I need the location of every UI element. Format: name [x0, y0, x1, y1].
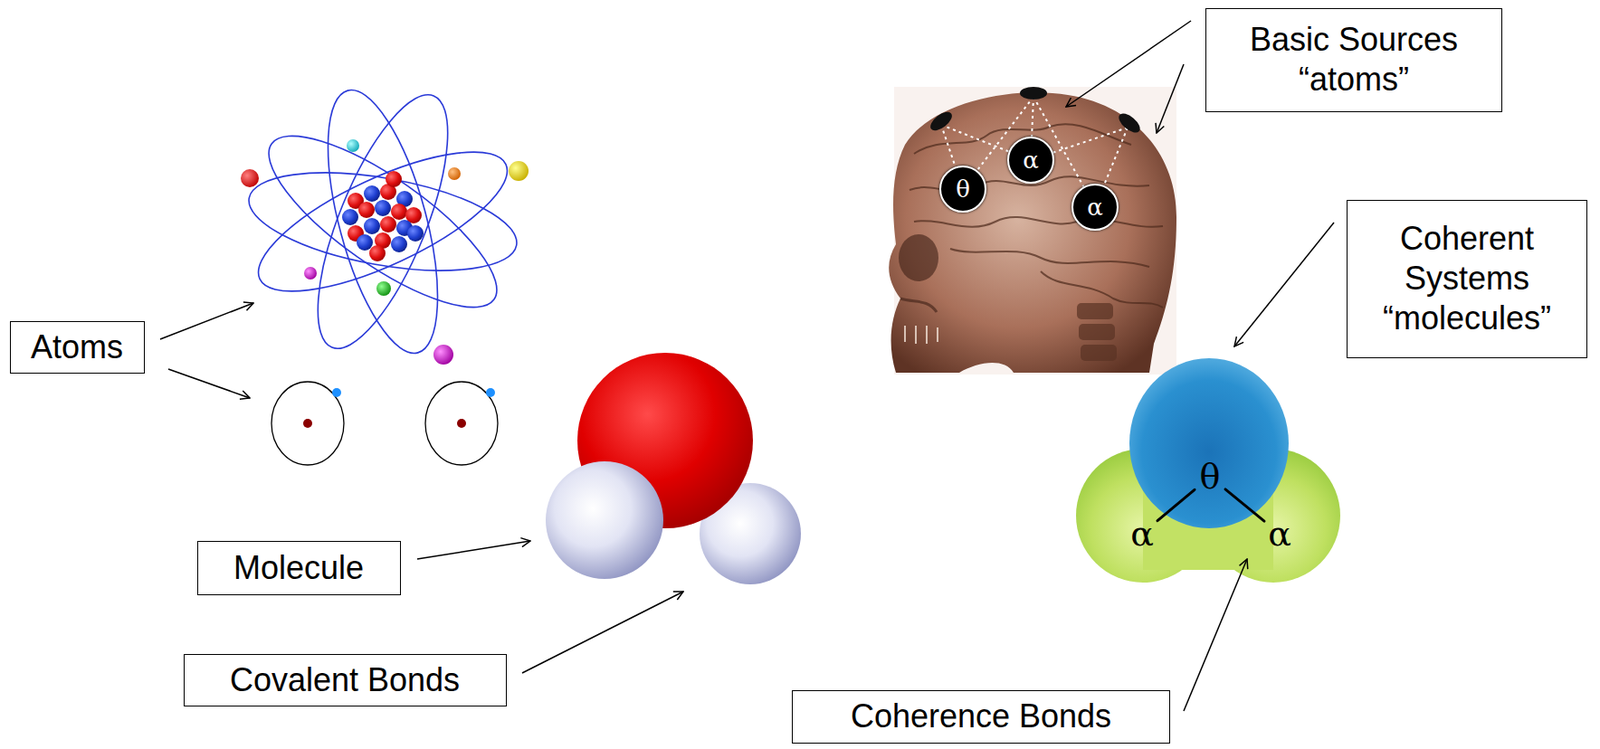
callout-box: Molecule — [197, 541, 401, 596]
coherence-symbol: α — [1264, 513, 1296, 555]
label-text: Coherence Bonds — [850, 696, 1112, 737]
coherence-bond — [1225, 489, 1265, 522]
coherence-symbol: α — [1126, 513, 1158, 555]
label-text: Basic Sources “atoms” — [1217, 19, 1491, 100]
source-circle: θ — [939, 165, 987, 213]
coherence-symbol: θ — [1194, 456, 1226, 498]
source-circle: α — [1071, 183, 1119, 231]
label-text: θ — [1200, 459, 1221, 495]
coherence-bond — [1157, 489, 1195, 521]
label-text: α — [1267, 516, 1292, 552]
callout-box: Basic Sources “atoms” — [1205, 8, 1503, 113]
label-text: Molecule — [233, 548, 364, 589]
label-text: Coherent Systems “molecules” — [1358, 219, 1576, 339]
label-text: Atoms — [30, 327, 124, 368]
label-text: α — [1086, 195, 1104, 220]
label-text: α — [1022, 148, 1039, 172]
label-text: θ — [955, 177, 971, 201]
label-text: Covalent Bonds — [229, 660, 460, 701]
source-circle: α — [1007, 136, 1055, 184]
callout-box: Coherence Bonds — [791, 690, 1171, 744]
callout-box: Atoms — [9, 321, 145, 374]
callout-box: Coherent Systems “molecules” — [1346, 200, 1588, 359]
label-text: α — [1130, 516, 1154, 552]
callout-box: Covalent Bonds — [183, 654, 507, 707]
